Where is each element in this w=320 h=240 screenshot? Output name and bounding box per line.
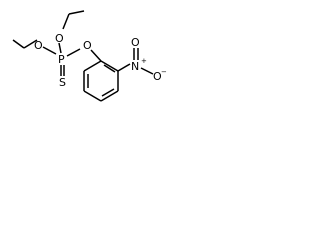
chemical-structure: O O P O S N + O O −: [12, 10, 167, 102]
atom-oxygen-nitro-right: O: [153, 70, 162, 83]
atom-phosphorus: P: [58, 53, 65, 66]
oxygen-charge: −: [161, 68, 167, 76]
phosphate-bonds: [42, 42, 81, 76]
atom-oxygen-left: O: [34, 39, 43, 52]
ethyl-left: [12, 39, 38, 49]
nitro-bonds: [117, 48, 154, 75]
aryl-oxygen-bond: [90, 49, 102, 62]
atom-nitrogen: N: [131, 60, 139, 73]
atom-oxygen-nitro-top: O: [131, 36, 140, 49]
atom-oxygen-right: O: [83, 39, 92, 52]
benzene-ring: [83, 60, 119, 102]
atom-oxygen-top: O: [55, 32, 64, 45]
atom-sulfur: S: [59, 76, 66, 89]
nitrogen-charge: +: [141, 57, 147, 65]
ethyl-top: [62, 10, 85, 30]
